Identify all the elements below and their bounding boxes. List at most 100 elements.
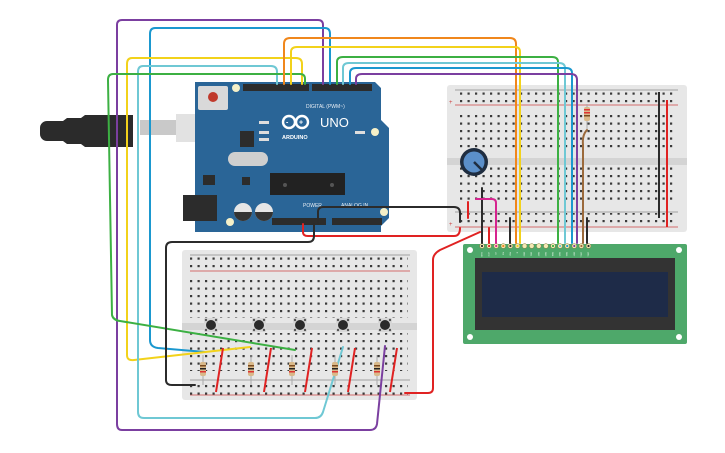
resistor-pulldown-4[interactable] [332,355,338,385]
lcd-pin-label: VCC [487,252,489,257]
resistor-pulldown-2[interactable] [248,355,254,385]
digital-header-right [312,84,372,91]
pushbutton-4[interactable] [336,318,350,332]
wire-lightblue-button4[interactable] [137,65,344,419]
potentiometer-wiper [473,161,483,171]
lcd-pin-led[interactable]: LED- [585,243,592,258]
lcd-pin-label: RS [501,252,503,256]
mount-hole [232,84,240,92]
lcd-pin-label: DB7 [572,252,574,257]
lcd-pin-db7[interactable]: DB7 [571,243,577,257]
arduino-uno-board[interactable]: DIGITAL (PWM~) - + ARDUINO UNO POWER ANA… [183,82,389,232]
digital-label: DIGITAL (PWM~) [306,104,345,110]
lcd-pin-db3[interactable]: DB3 [543,243,549,257]
lcd-pin-led[interactable]: LED+ [578,243,585,259]
led-tx [259,131,269,134]
model-label: UNO [320,115,349,130]
svg-text:-: - [286,120,289,127]
wire-red-button-4[interactable] [347,347,356,393]
wire-purple-lcd-db7[interactable] [355,73,578,244]
wire-magenta-pot-lcd-v0[interactable] [475,198,497,244]
lcd-pin-label: V0 [494,252,496,255]
wire-red-5v-bottom[interactable] [404,231,481,394]
lcd-pin-db2[interactable]: DB2 [536,243,542,257]
pushbutton-2[interactable] [252,318,266,332]
lcd-pin-db0[interactable]: DB0 [521,243,528,257]
lcd-pin-header: GND VCC V0 RS RW E DB0 DB1 DB2 DB3 DB4 DB5 DB6 DB7 LED… [479,243,592,259]
wire-green-lcd-db4[interactable] [336,56,559,244]
lcd-pin-label: RW [508,252,510,257]
wire-red-button-5[interactable] [389,347,398,393]
resistor-pulldown-1[interactable] [200,355,206,385]
wire-blue-button1[interactable] [149,27,331,353]
lcd-pin-label: LED- [587,252,589,257]
rail-plus-label: + [449,100,453,106]
mount-hole [226,218,234,226]
lcd-pin-label: DB2 [537,252,539,257]
lcd-pin-label: LED+ [579,252,581,258]
lcd-pin-e[interactable]: E [514,243,521,254]
wire-brown-lcd-ledplus[interactable] [581,129,588,244]
lcd-pin-label: E [516,252,518,254]
digital-header-left [243,84,309,91]
breadboard-bottom[interactable] [182,250,417,400]
lcd-pin-db6[interactable]: DB6 [564,243,570,257]
pushbutton-3[interactable] [293,318,307,332]
wire-orange-lcd-rs[interactable] [283,37,517,244]
wire-green-button3[interactable] [107,73,306,351]
lcd-pin-label: DB1 [530,252,532,257]
power-header [272,218,326,225]
usb-chip [240,131,254,147]
lcd-pin-label: GND [480,252,482,257]
resistor-pulldown-5[interactable] [374,355,380,385]
wire-black-gnd-bottom[interactable] [165,223,315,386]
lcd-pin-label: DB5 [558,252,560,257]
lcd-pin-label: DB3 [544,252,546,257]
arduino-logo: - + [281,114,310,130]
lcd-pin-label: DB4 [551,252,553,257]
lcd-pin-rs[interactable]: RS [500,243,506,256]
rail-plus-label: + [449,222,453,228]
voltage-regulator [203,175,215,185]
power-label: POWER [303,203,322,209]
pushbutton-5[interactable] [378,318,392,332]
lcd-pin-label: DB0 [523,252,525,257]
wire-yellow-button2[interactable] [126,57,303,362]
usb-plug [40,115,133,147]
crystal [228,152,268,166]
mount-hole [380,208,388,216]
wire-lightblue-lcd-db5[interactable] [342,62,566,244]
usb-cable [40,114,222,147]
reset-button[interactable] [208,92,218,102]
wire-red-button-2[interactable] [263,347,272,393]
wire-black-gnd-top[interactable] [317,206,461,225]
lcd-16x2[interactable]: GND VCC V0 RS RW E DB0 DB1 DB2 DB3 DB4 DB5 DB6 DB7 LED… [463,243,687,344]
center-channel [447,158,687,165]
small-chip [242,177,250,185]
analog-header [332,218,382,225]
resistor-pulldown-3[interactable] [289,355,295,385]
lcd-pin-db4[interactable]: DB4 [550,243,556,257]
potentiometer[interactable] [460,148,488,176]
atmega-chip [270,173,345,195]
usb-cable-shield [140,120,180,135]
lcd-pin-gnd[interactable]: GND [479,243,485,258]
wire-red-button-3[interactable] [304,347,313,393]
wire-red-button-1[interactable] [215,347,224,393]
pushbutton-1[interactable] [204,318,218,332]
lcd-pin-db5[interactable]: DB5 [557,243,563,257]
wire-red-pot-lcd-vcc[interactable] [467,201,490,244]
wire-yellow-lcd-e[interactable] [290,46,521,244]
lcd-pin-db1[interactable]: DB1 [529,243,535,257]
resistor-lcd-backlight[interactable] [584,104,590,130]
wire-blue-lcd-db6[interactable] [349,67,573,244]
wire-purple-button5[interactable] [116,19,386,431]
led-rx [259,138,269,141]
dc-power-jack [183,195,217,221]
svg-text:+: + [299,120,303,127]
wire-red-5v-top[interactable] [302,223,461,237]
lcd-pin-label: DB6 [565,252,567,257]
lcd-screen [482,272,668,317]
led-l [259,121,269,124]
